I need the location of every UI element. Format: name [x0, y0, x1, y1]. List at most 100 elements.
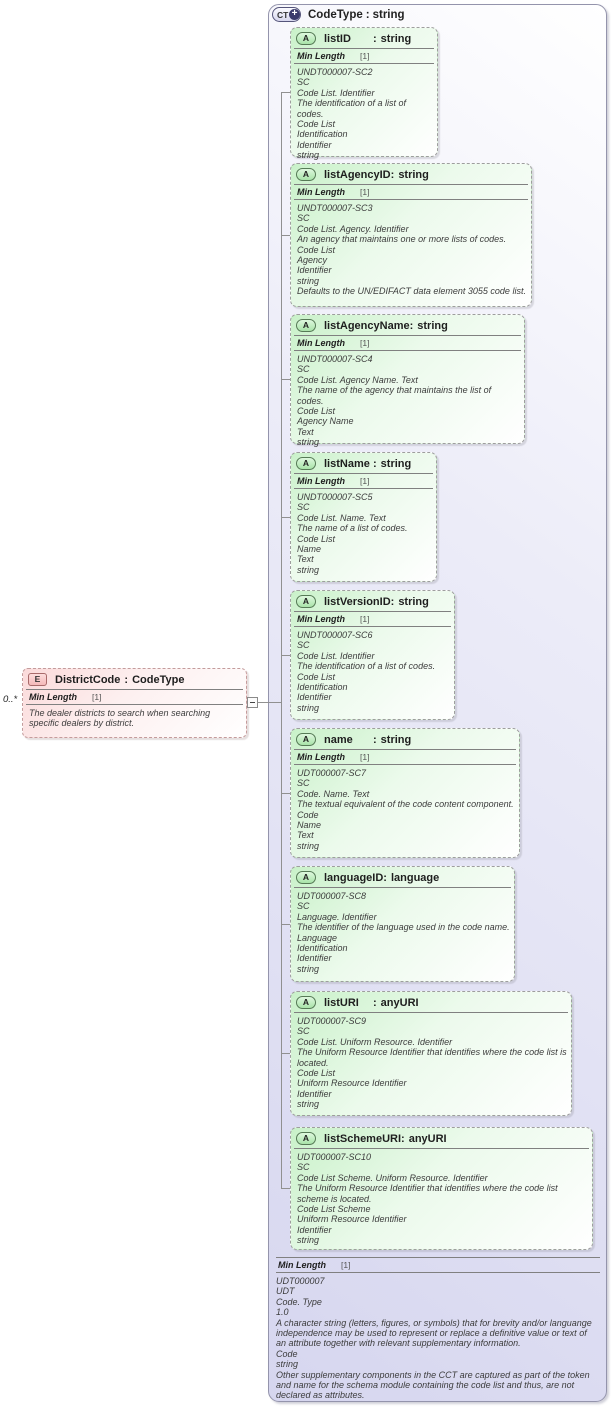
- attribute-annotations: UDT000007-SC9 SC Code List. Uniform Reso…: [297, 1016, 567, 1110]
- element-box-districtcode[interactable]: E DistrictCode:CodeType Min Length [1] T…: [22, 668, 247, 738]
- element-header: E DistrictCode:CodeType: [23, 669, 246, 689]
- connector-stub: [281, 1053, 290, 1054]
- connector-stub: [281, 379, 290, 380]
- facet-label: Min Length: [297, 51, 345, 61]
- facet-value: [1]: [341, 1260, 351, 1270]
- divider: [276, 1272, 600, 1273]
- attribute-header: A languageID:language: [291, 867, 514, 887]
- facet-label: Min Length: [297, 752, 345, 762]
- divider: [294, 63, 434, 64]
- collapse-toggle[interactable]: [247, 697, 258, 708]
- attribute-box-listagencyid[interactable]: A listAgencyID:string Min Length [1] UND…: [290, 163, 532, 307]
- attribute-annotations: UDT000007-SC10 SC Code List Scheme. Unif…: [297, 1152, 558, 1246]
- attribute-icon: A: [296, 595, 316, 608]
- plus-icon[interactable]: +: [289, 9, 300, 20]
- connector-stub: [281, 655, 290, 656]
- attribute-annotations: UNDT000007-SC6 SC Code List. Identifier …: [297, 630, 436, 713]
- attribute-name: listAgencyID: [324, 168, 391, 181]
- complextype-details: Min Length [1] UDT000007 UDT Code. Type …: [276, 1257, 600, 1403]
- facet-label: Min Length: [297, 476, 345, 486]
- attribute-type: string: [380, 457, 412, 470]
- divider: [294, 48, 434, 49]
- attribute-type: string: [417, 319, 448, 332]
- element-annotation: The dealer districts to search when sear…: [29, 708, 211, 729]
- attribute-name: listURI: [324, 996, 359, 1009]
- connector-stub: [281, 92, 290, 93]
- divider: [294, 626, 451, 627]
- attribute-type: string: [380, 733, 412, 746]
- divider: [294, 611, 451, 612]
- facet-row: Min Length [1]: [291, 612, 454, 626]
- divider: [26, 689, 243, 690]
- facet-label: Min Length: [278, 1260, 326, 1270]
- element-icon: E: [28, 673, 47, 686]
- attribute-box-listschemeuri[interactable]: A listSchemeURI:anyURI UDT000007-SC10 SC…: [290, 1127, 593, 1250]
- attribute-header: A listVersionID:string: [291, 591, 454, 611]
- attribute-type: string: [380, 32, 412, 45]
- attribute-name: listID: [324, 32, 351, 45]
- attribute-name: listAgencyName: [324, 319, 410, 332]
- divider: [294, 199, 528, 200]
- attribute-type: anyURI: [380, 996, 419, 1009]
- cardinality-label: 0..*: [3, 694, 18, 705]
- divider: [294, 488, 433, 489]
- connector-stub: [281, 1188, 290, 1189]
- attribute-icon: A: [296, 457, 316, 470]
- divider: [294, 1012, 568, 1013]
- divider: [294, 184, 528, 185]
- attribute-box-listname[interactable]: A listName:string Min Length [1] UNDT000…: [290, 452, 437, 582]
- connector-stub: [281, 517, 290, 518]
- divider: [26, 704, 243, 705]
- attribute-header: A listURI:anyURI: [291, 992, 571, 1012]
- connector-vertical-line: [281, 92, 282, 1188]
- divider: [294, 1148, 589, 1149]
- attribute-header: A listAgencyName:string: [291, 315, 524, 335]
- facet-row: Min Length [1]: [291, 336, 524, 350]
- attribute-icon: A: [296, 871, 316, 884]
- attribute-box-listid[interactable]: A listID:string Min Length [1] UNDT00000…: [290, 27, 438, 160]
- divider: [294, 473, 433, 474]
- complextype-annotations: UDT000007 UDT Code. Type 1.0 A character…: [276, 1276, 592, 1401]
- element-type: CodeType: [132, 673, 185, 686]
- attribute-name: name: [324, 733, 353, 746]
- attribute-box-languageid[interactable]: A languageID:language UDT000007-SC8 SC L…: [290, 866, 515, 982]
- attribute-name: listSchemeURI: [324, 1132, 402, 1145]
- facet-value: [1]: [360, 51, 370, 61]
- attribute-annotations: UNDT000007-SC2 SC Code List. Identifier …: [297, 67, 407, 161]
- attribute-name: listName: [324, 457, 370, 470]
- divider: [294, 764, 516, 765]
- minus-icon: [250, 702, 255, 703]
- complextype-header: CT + CodeType:string: [272, 7, 408, 22]
- facet-row: Min Length [1]: [291, 185, 531, 199]
- attribute-type: language: [390, 871, 440, 884]
- connector-stub: [281, 235, 290, 236]
- attribute-type: string: [398, 595, 429, 608]
- attribute-header: A name:string: [291, 729, 519, 749]
- divider: [294, 335, 521, 336]
- divider: [294, 887, 511, 888]
- facet-value: [1]: [360, 752, 370, 762]
- attribute-icon: A: [296, 32, 316, 45]
- facet-label: Min Length: [29, 692, 77, 702]
- facet-row: Min Length [1]: [291, 474, 436, 488]
- attribute-header: A listSchemeURI:anyURI: [291, 1128, 592, 1148]
- attribute-box-name[interactable]: A name:string Min Length [1] UDT000007-S…: [290, 728, 520, 858]
- attribute-annotations: UNDT000007-SC5 SC Code List. Name. Text …: [297, 492, 408, 575]
- divider: [276, 1257, 600, 1258]
- divider: [294, 749, 516, 750]
- complextype-title: CodeType:string: [308, 8, 405, 21]
- facet-value: [1]: [360, 338, 370, 348]
- complextype-icon-label: CT: [277, 9, 289, 20]
- attribute-box-listversionid[interactable]: A listVersionID:string Min Length [1] UN…: [290, 590, 455, 720]
- attribute-header: A listName:string: [291, 453, 436, 473]
- facet-row: Min Length [1]: [23, 690, 246, 704]
- attribute-box-listagencyname[interactable]: A listAgencyName:string Min Length [1] U…: [290, 314, 525, 447]
- attribute-annotations: UDT000007-SC7 SC Code. Name. Text The te…: [297, 768, 514, 851]
- facet-value: [1]: [360, 187, 370, 197]
- facet-label: Min Length: [297, 338, 345, 348]
- connector-stub: [281, 924, 290, 925]
- attribute-box-listuri[interactable]: A listURI:anyURI UDT000007-SC9 SC Code L…: [290, 991, 572, 1116]
- element-connector-line: [258, 702, 282, 703]
- facet-value: [1]: [360, 476, 370, 486]
- connector-stub: [281, 793, 290, 794]
